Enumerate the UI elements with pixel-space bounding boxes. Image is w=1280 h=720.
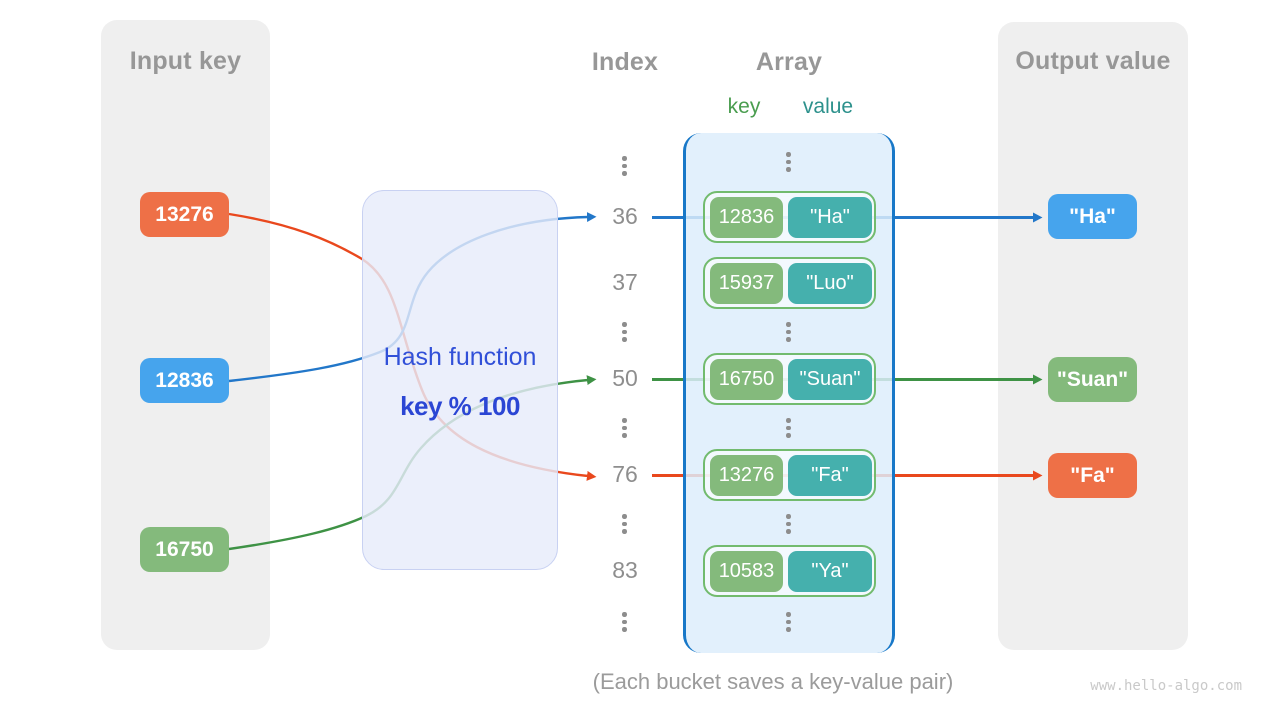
index-column-title: Index xyxy=(591,48,659,76)
output-value-suan: "Suan" xyxy=(1048,357,1137,402)
bucket-key: 12836 xyxy=(710,197,783,238)
input-panel-title: Input key xyxy=(129,47,242,75)
bucket-key: 10583 xyxy=(710,551,783,592)
bucket-value: "Fa" xyxy=(788,455,872,496)
bucket-index-83: 10583 "Ya" xyxy=(703,545,876,597)
bucket-value: "Luo" xyxy=(788,263,872,304)
output-value-panel xyxy=(998,22,1188,650)
hash-function-box: Hash function key % 100 xyxy=(362,190,558,570)
index-ellipsis xyxy=(622,418,627,438)
input-key-16750: 16750 xyxy=(140,527,229,572)
array-ellipsis xyxy=(786,152,791,172)
bucket-key: 15937 xyxy=(710,263,783,304)
bucket-value: "Ha" xyxy=(788,197,872,238)
index-76: 76 xyxy=(612,461,638,487)
bucket-index-50: 16750 "Suan" xyxy=(703,353,876,405)
input-key-13276: 13276 xyxy=(140,192,229,237)
bucket-index-37: 15937 "Luo" xyxy=(703,257,876,309)
output-panel-title: Output value xyxy=(1015,47,1171,75)
bucket-key: 13276 xyxy=(710,455,783,496)
website-watermark: www.hello-algo.com xyxy=(1090,678,1242,694)
index-50: 50 xyxy=(612,365,638,391)
array-ellipsis xyxy=(786,612,791,632)
bucket-key: 16750 xyxy=(710,359,783,400)
value-column-header: value xyxy=(802,95,854,118)
output-value-fa: "Fa" xyxy=(1048,453,1137,498)
output-value-ha: "Ha" xyxy=(1048,194,1137,239)
index-83: 83 xyxy=(612,557,638,583)
bucket-value: "Ya" xyxy=(788,551,872,592)
index-ellipsis xyxy=(622,322,627,342)
array-title: Array xyxy=(755,48,823,76)
index-ellipsis xyxy=(622,612,627,632)
array-ellipsis xyxy=(786,418,791,438)
index-ellipsis xyxy=(622,156,627,176)
diagram-caption: (Each bucket saves a key-value pair) xyxy=(592,669,954,694)
bucket-index-36: 12836 "Ha" xyxy=(703,191,876,243)
hash-function-label: Hash function xyxy=(383,343,537,371)
array-ellipsis xyxy=(786,322,791,342)
index-36: 36 xyxy=(612,203,638,229)
key-column-header: key xyxy=(727,95,761,118)
index-ellipsis xyxy=(622,514,627,534)
bucket-value: "Suan" xyxy=(788,359,872,400)
array-ellipsis xyxy=(786,514,791,534)
hash-formula-label: key % 100 xyxy=(400,391,520,421)
input-key-12836: 12836 xyxy=(140,358,229,403)
bucket-index-76: 13276 "Fa" xyxy=(703,449,876,501)
index-37: 37 xyxy=(612,269,638,295)
